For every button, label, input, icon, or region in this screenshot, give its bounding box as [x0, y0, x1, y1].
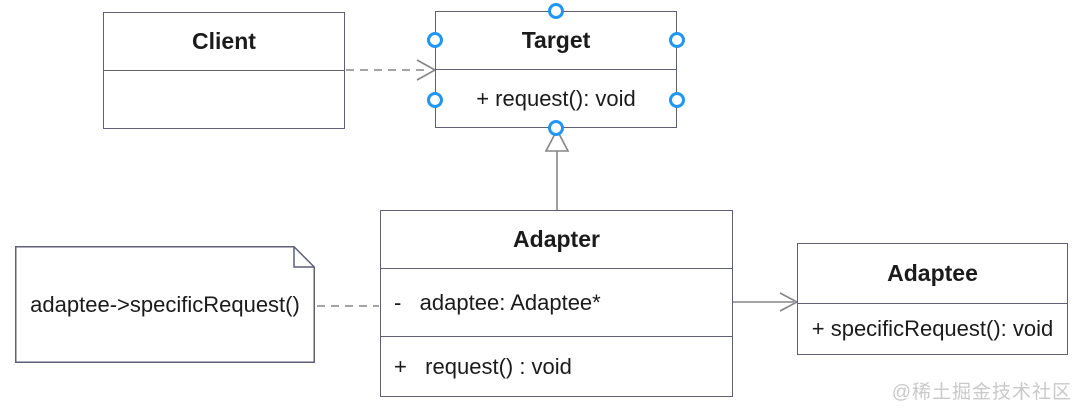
class-box-target[interactable]: Target + request(): void	[435, 11, 677, 128]
hollow-triangle-arrowhead	[544, 128, 570, 152]
generalization-adapter-target[interactable]	[544, 128, 570, 211]
adapter-attribute-adaptee: - adaptee: Adaptee*	[381, 269, 732, 337]
adaptee-method-specific-request: + specificRequest(): void	[811, 316, 1054, 341]
selection-handle-left-top[interactable]	[427, 32, 443, 48]
adapter-method-request: + request() : void	[394, 353, 572, 379]
class-box-client[interactable]: Client	[103, 12, 345, 129]
watermark-text: @稀土掘金技术社区	[891, 382, 1072, 403]
class-name-adapter: Adapter	[381, 211, 732, 269]
class-box-adapter[interactable]: Adapter - adaptee: Adaptee* + request() …	[380, 210, 733, 397]
selection-handle-right-top[interactable]	[669, 32, 685, 48]
class-name-adaptee: Adaptee	[798, 244, 1067, 304]
class-box-adaptee[interactable]: Adaptee + specificRequest(): void	[797, 243, 1068, 355]
association-arrow-adapter-adaptee[interactable]	[733, 292, 799, 312]
note-fold-corner	[293, 246, 315, 268]
selection-handle-right-bottom[interactable]	[669, 92, 685, 108]
client-empty-compartment	[104, 71, 344, 128]
class-name-client: Client	[104, 13, 344, 71]
selection-handle-bottom[interactable]	[548, 120, 564, 136]
dependency-arrow-client-target[interactable]	[346, 59, 437, 81]
class-name-target: Target	[436, 12, 676, 70]
note-text: adaptee->specificRequest()	[30, 291, 300, 317]
note-shape[interactable]	[15, 246, 315, 363]
selection-handle-top[interactable]	[548, 3, 564, 19]
selection-handle-left-bottom[interactable]	[427, 92, 443, 108]
target-method-request: + request(): void	[476, 85, 636, 111]
